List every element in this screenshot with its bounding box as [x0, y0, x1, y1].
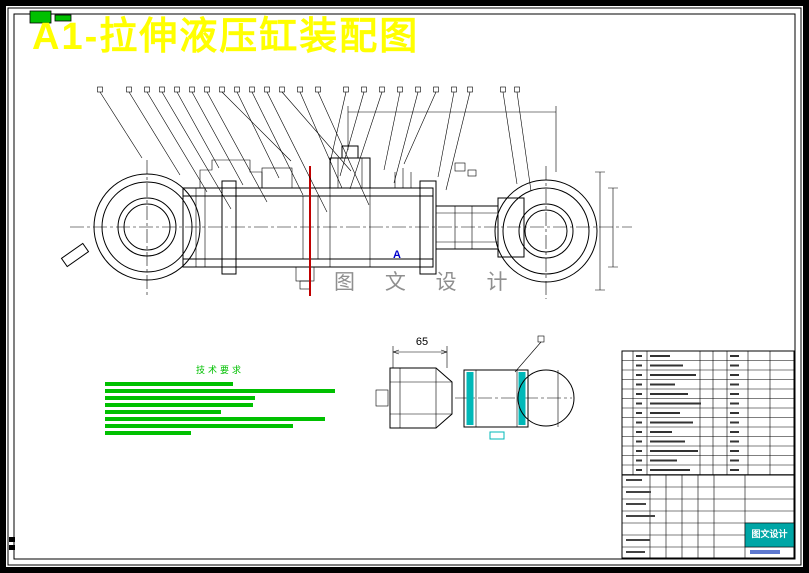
watermark-text: 图 文 设 计: [334, 271, 520, 294]
signature-mark: [750, 550, 780, 554]
title-block-brand: 图文设计: [751, 529, 788, 539]
detail-view: [375, 335, 575, 440]
detail-dimension-label: 65: [415, 336, 429, 348]
drawing-title: A1-拉伸液压缸装配图: [32, 16, 420, 58]
tech-requirements-label: 技术要求: [196, 365, 245, 375]
corner-green-icon: [29, 10, 72, 24]
assembly-view: [60, 106, 618, 296]
tech-requirements-bars: [105, 382, 335, 435]
drawing-sheet: [6, 6, 803, 567]
centerlines: [70, 160, 632, 399]
drawing-frame: [7, 7, 802, 566]
title-block-bom-table: [621, 350, 795, 559]
section-label-a: A: [393, 249, 401, 261]
part-callout-balloons: [97, 86, 532, 213]
